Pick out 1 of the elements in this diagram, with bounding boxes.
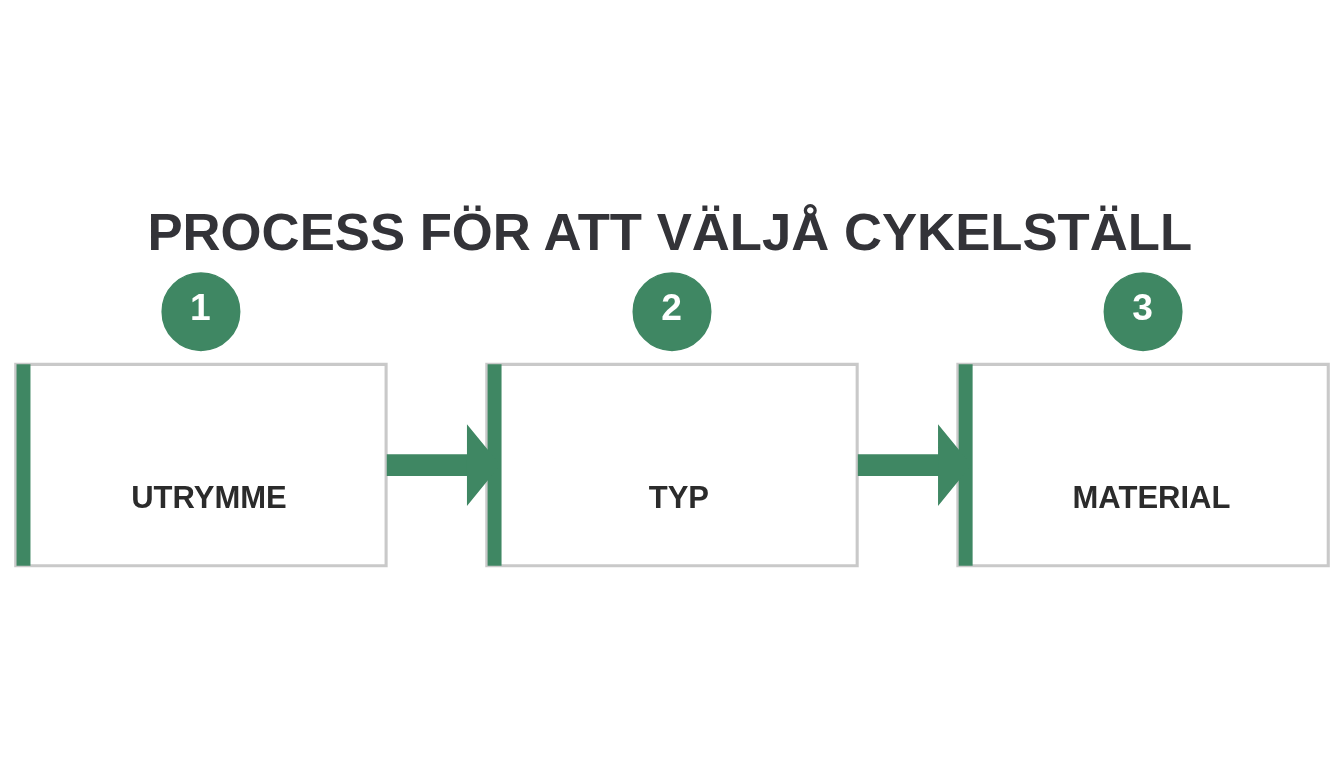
diagram-title: PROCESS FÖR ATT VÄLJÅ CYKELSTÄLL bbox=[147, 201, 1193, 261]
